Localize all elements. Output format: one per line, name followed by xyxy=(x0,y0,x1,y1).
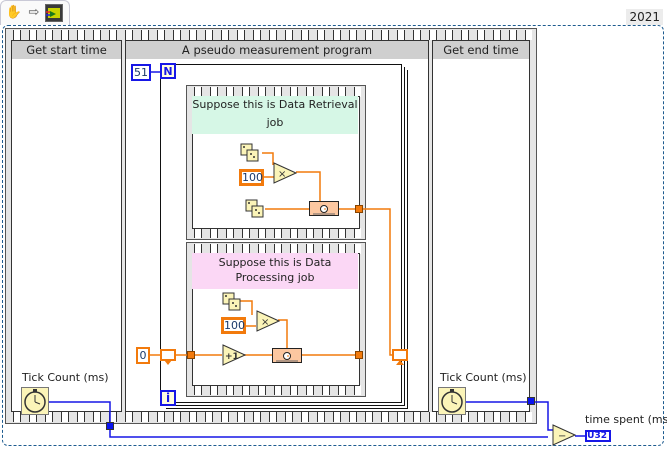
version-label: 2021 xyxy=(626,9,663,25)
wait-ms-icon[interactable] xyxy=(309,201,339,216)
random-number-icon[interactable] xyxy=(245,199,264,218)
output-tunnel[interactable] xyxy=(355,351,363,359)
multiply-icon[interactable]: × xyxy=(273,162,297,184)
subtract-op: − xyxy=(558,431,566,442)
multiplier-constant[interactable]: 100 xyxy=(239,169,264,186)
output-tunnel[interactable] xyxy=(355,205,363,213)
shift-register-right[interactable] xyxy=(392,349,408,365)
loop-count-terminal[interactable]: N xyxy=(160,63,176,79)
tick-count-end-icon[interactable] xyxy=(438,387,466,415)
random-number-icon[interactable] xyxy=(240,143,259,162)
selection-marquee xyxy=(2,25,664,446)
shift-register-init-constant[interactable]: 0 xyxy=(136,347,150,364)
multiply-op: × xyxy=(278,169,286,180)
tick-count-start-icon[interactable] xyxy=(21,387,49,415)
frame-label: Get start time xyxy=(12,41,121,59)
wait-ms-icon[interactable] xyxy=(272,348,302,363)
toolbar: ✋ ⇨ xyxy=(0,0,70,25)
input-tunnel[interactable] xyxy=(187,351,195,359)
increment-icon[interactable]: +1 xyxy=(222,344,246,366)
iteration-terminal[interactable]: i xyxy=(160,390,176,406)
sequence-tunnel[interactable] xyxy=(106,422,114,430)
sequence-tunnel[interactable] xyxy=(527,397,535,405)
tick-count-start-label: Tick Count (ms) xyxy=(22,371,109,384)
subtract-icon[interactable]: − xyxy=(552,424,576,446)
frame-get-end-time[interactable]: Get end time xyxy=(432,40,530,412)
frame-label: Get end time xyxy=(433,41,529,59)
tick-count-end-label: Tick Count (ms) xyxy=(440,371,527,384)
time-spent-indicator[interactable]: U32 xyxy=(585,430,611,442)
multiply-icon[interactable]: × xyxy=(256,310,280,332)
arrow-right-icon[interactable]: ⇨ xyxy=(28,5,40,20)
frame-get-start-time[interactable]: Get start time xyxy=(11,40,122,412)
increment-op: +1 xyxy=(225,352,239,362)
output-label: time spent (ms) xyxy=(585,413,667,426)
frame-label: A pseudo measurement program xyxy=(126,41,428,59)
loop-count-constant[interactable]: 51 xyxy=(131,64,151,81)
multiply-op: × xyxy=(261,317,269,328)
processing-comment: Suppose this is Data Processing job xyxy=(192,253,358,289)
shift-register-left[interactable] xyxy=(160,349,176,365)
vi-icon[interactable] xyxy=(45,4,63,22)
retrieval-comment: Suppose this is Data Retrieval job xyxy=(192,96,358,134)
multiplier-constant[interactable]: 100 xyxy=(221,317,246,334)
random-number-icon[interactable] xyxy=(222,292,241,311)
hand-tool-icon[interactable]: ✋ xyxy=(5,5,23,20)
